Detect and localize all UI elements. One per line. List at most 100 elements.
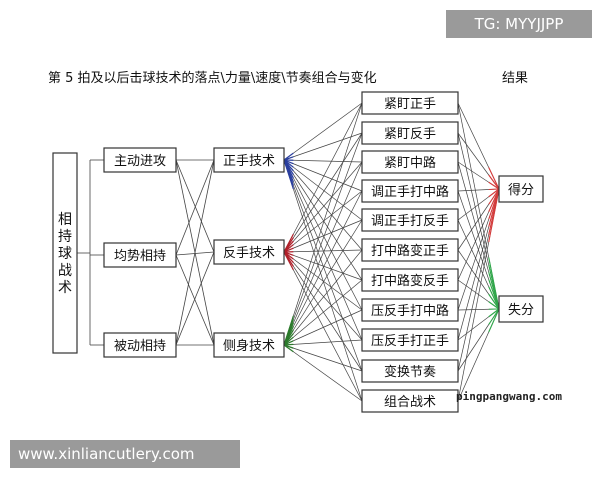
technique-node-label: 侧身技术 [223, 338, 275, 354]
technique-to-placement-line [283, 159, 363, 163]
result-node-label: 得分 [508, 182, 534, 198]
strategy-node-box [103, 242, 177, 268]
strategy-to-technique-line [175, 159, 215, 256]
technique-to-placement-line [283, 132, 363, 346]
strategy-node-label: 被动相持 [114, 339, 166, 354]
root-node-char: 球 [58, 246, 72, 262]
result-fan-line [488, 286, 500, 310]
technique-to-placement-line [283, 251, 363, 311]
technique-node-box [213, 239, 285, 265]
technique-to-placement-line [283, 102, 363, 161]
diagram-title: 第 5 拍及以后击球技术的落点\力量\速度\节奏组合与变化 [48, 70, 377, 86]
placement-node: 变换节奏 [361, 359, 459, 383]
technique-node-box [213, 147, 285, 173]
strategy-to-technique-line [175, 254, 215, 346]
result-fan-line [488, 188, 500, 198]
placement-node-box [361, 150, 459, 174]
placement-node-box [361, 268, 459, 292]
technique-to-placement-line [283, 344, 363, 402]
placement-node-label: 打中路变反手 [371, 273, 449, 289]
connector-lines [77, 102, 500, 402]
root-node-char: 术 [58, 280, 72, 296]
result-node: 失分 [498, 295, 544, 323]
technique-to-placement-line [283, 159, 363, 311]
watermark-top: TG: MYYJJPP [446, 10, 592, 38]
strategy-node: 均势相持 [103, 242, 177, 268]
placement-node-label: 紧盯反手 [384, 127, 436, 142]
technique-to-placement-line [283, 249, 363, 253]
root-node-box [52, 152, 78, 354]
strategy-node-box [103, 147, 177, 173]
result-node-box [498, 295, 544, 323]
diagram-nodes: 相持球战术主动进攻均势相持被动相持正手技术反手技术侧身技术紧盯正手紧盯反手紧盯中… [52, 91, 544, 413]
strategy-node-label: 主动进攻 [114, 154, 166, 169]
placement-node-box [361, 298, 459, 322]
placement-node-box [361, 179, 459, 203]
technique-node-label: 反手技术 [223, 246, 275, 261]
placement-node: 压反手打中路 [361, 298, 459, 322]
result-node-box [498, 175, 544, 203]
result-fan-line [488, 308, 500, 333]
technique-to-placement-line [283, 251, 363, 372]
placement-node-box [361, 208, 459, 232]
technique-node: 侧身技术 [213, 332, 285, 358]
placement-node-label: 变换节奏 [384, 364, 436, 380]
placement-node-label: 打中路变正手 [371, 243, 449, 259]
root-node-char: 战 [58, 263, 72, 279]
technique-to-placement-line [283, 159, 363, 372]
strategy-node: 主动进攻 [103, 147, 177, 173]
result-fan-line [488, 174, 500, 190]
technique-to-placement-line [283, 339, 363, 346]
strategy-node-label: 均势相持 [114, 248, 166, 264]
technique-to-placement-line [283, 279, 363, 346]
result-node-label: 失分 [508, 303, 534, 318]
technique-to-placement-line [283, 102, 363, 346]
technique-node: 反手技术 [213, 239, 285, 265]
placement-node-label: 压反手打正手 [371, 334, 449, 349]
result-fan-line [488, 293, 500, 310]
strategy-to-technique-line [175, 159, 215, 346]
placement-node: 紧盯反手 [361, 121, 459, 145]
technique-to-placement-line [283, 190, 363, 346]
strategy-node-box [103, 332, 177, 358]
placement-node-label: 调正手打反手 [371, 214, 449, 229]
placement-node-label: 调正手打中路 [371, 184, 449, 200]
placement-node: 调正手打反手 [361, 208, 459, 232]
technique-node-label: 正手技术 [223, 154, 275, 169]
placement-node: 打中路变反手 [361, 268, 459, 292]
technique-to-placement-line [283, 251, 363, 281]
technique-to-placement-line [283, 219, 363, 346]
technique-to-placement-line [283, 159, 363, 251]
placement-node: 紧盯正手 [361, 91, 459, 115]
strategy-to-technique-line [175, 251, 215, 346]
placement-node-box [361, 389, 459, 413]
technique-to-placement-line [283, 251, 363, 341]
technique-fan-line [283, 344, 294, 353]
result-fan-line [488, 308, 500, 318]
technique-to-placement-line [283, 249, 363, 346]
technique-fan-line [283, 159, 294, 190]
technique-to-placement-line [283, 159, 363, 221]
technique-to-placement-line [283, 132, 363, 161]
result-fan-line [488, 188, 500, 243]
root-node-char: 相 [58, 212, 72, 228]
technique-to-placement-line [283, 219, 363, 253]
strategy-node: 被动相持 [103, 332, 177, 358]
placement-node-label: 压反手打中路 [371, 303, 449, 319]
technique-to-placement-line [283, 309, 363, 346]
root-node-char: 持 [58, 229, 72, 245]
technique-to-placement-line [283, 159, 363, 192]
watermark-bottom: www.xinliancutlery.com [10, 440, 240, 468]
placement-node-box [361, 328, 459, 352]
placement-node: 打中路变正手 [361, 238, 459, 262]
result-fan-line [488, 188, 500, 191]
technique-fan-line [283, 251, 294, 271]
placement-node-label: 组合战术 [384, 395, 436, 410]
placement-node: 调正手打中路 [361, 179, 459, 203]
technique-to-placement-line [283, 161, 363, 346]
technique-to-placement-line [283, 102, 363, 253]
technique-to-placement-line [283, 159, 363, 281]
result-header: 结果 [502, 71, 528, 86]
placement-node-box [361, 238, 459, 262]
